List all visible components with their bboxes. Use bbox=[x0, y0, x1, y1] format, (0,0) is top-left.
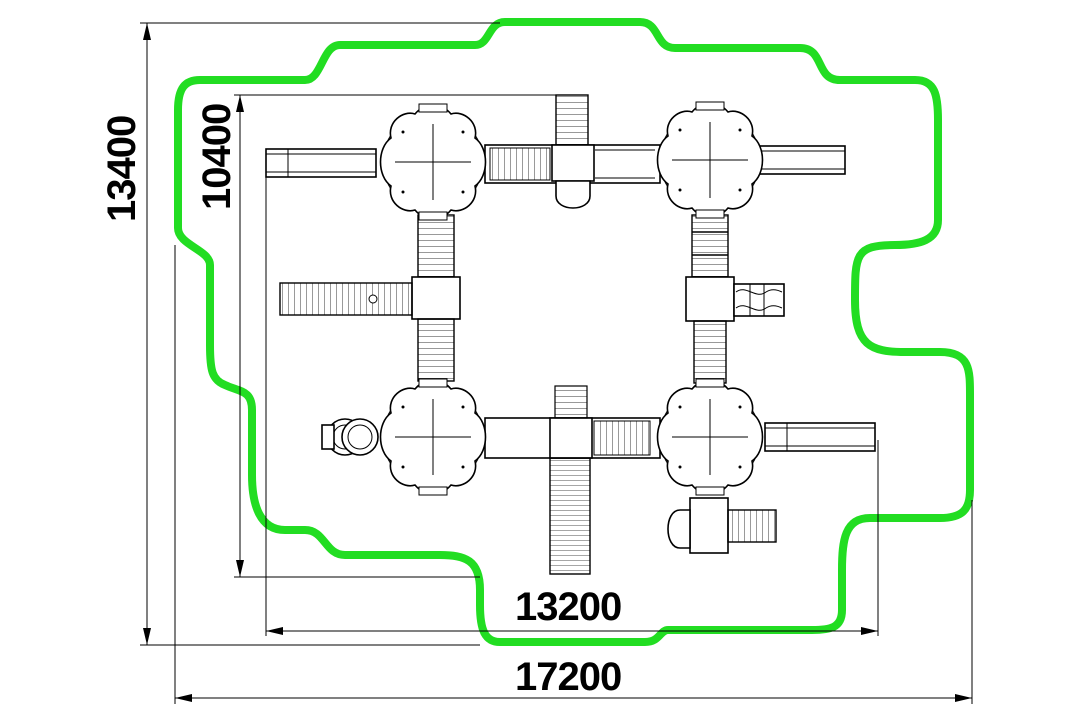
ladder-right-lower bbox=[693, 320, 727, 384]
ladder-left-lower bbox=[417, 318, 455, 382]
tube-climber-left bbox=[321, 418, 379, 456]
stairs-bottom bbox=[549, 457, 591, 575]
dim-equipment-width: 13200 bbox=[515, 585, 621, 629]
wave-climber-right bbox=[733, 283, 785, 317]
dim-overall-width: 17200 bbox=[515, 655, 621, 699]
playground-equipment bbox=[265, 94, 876, 575]
dimension-lines bbox=[140, 22, 973, 704]
tower-bottom-left bbox=[379, 378, 487, 496]
annex-bottom-right bbox=[689, 497, 729, 554]
dim-overall-height: 13400 bbox=[100, 116, 144, 222]
tower-top-right bbox=[656, 101, 764, 219]
ladder-right-upper bbox=[691, 214, 729, 278]
climber-left bbox=[279, 282, 413, 316]
ladder-top bbox=[555, 94, 589, 148]
tower-bottom-right bbox=[656, 378, 764, 496]
slide-bottom-right bbox=[764, 422, 876, 452]
tower-top-left bbox=[379, 103, 487, 221]
safety-zone-outline bbox=[174, 18, 974, 646]
ladder-left-upper bbox=[417, 214, 455, 278]
dim-equipment-height: 10400 bbox=[195, 104, 239, 210]
slide-top-left bbox=[265, 148, 377, 178]
